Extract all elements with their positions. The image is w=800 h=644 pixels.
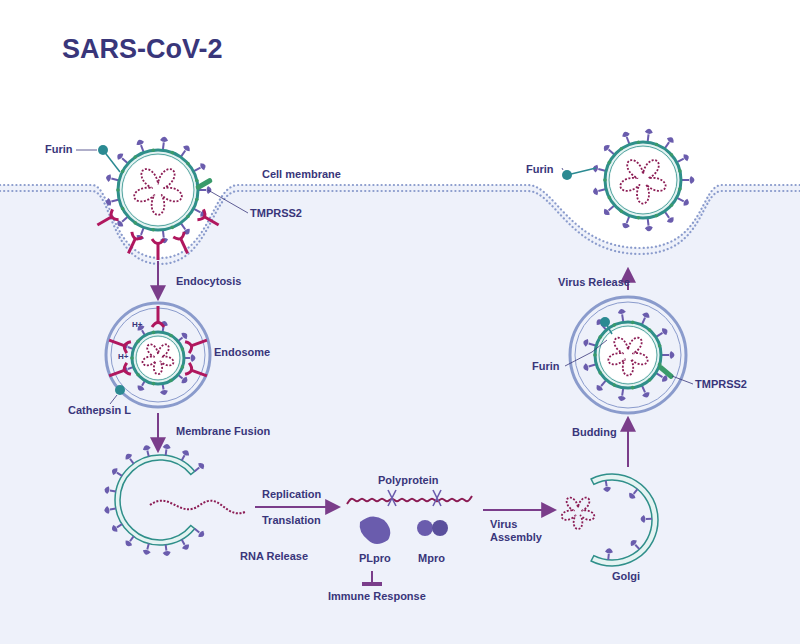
step-label: Membrane Fusion — [176, 425, 270, 438]
furin-enzyme — [600, 317, 610, 327]
process-arrow — [627, 419, 629, 467]
vesicle-virion — [582, 308, 674, 401]
stage-node: Immune Response — [320, 586, 430, 606]
stage-node: Golgi — [556, 470, 660, 582]
stage-label: TMPRSS2 — [250, 207, 302, 220]
stage-label: Furin — [526, 163, 554, 176]
leader-line — [562, 168, 563, 170]
annotation-label: Cell membrane — [262, 168, 341, 181]
leader-line — [592, 340, 607, 352]
furin-enzyme — [98, 145, 108, 155]
viral-rna — [143, 344, 174, 374]
cleavage-site — [388, 490, 396, 506]
stage-label: Polyprotein — [378, 474, 439, 487]
stage-label: Immune Response — [328, 590, 426, 603]
leader-line — [76, 150, 97, 151]
cytoplasm — [0, 185, 800, 644]
stage-label: Endosome — [214, 346, 270, 359]
mpro-protein — [432, 520, 448, 536]
step-label: Virus Release — [558, 276, 630, 289]
new-rna — [562, 498, 595, 529]
process-arrow — [255, 506, 338, 508]
annotation-label: H+ — [118, 350, 128, 363]
process-arrow — [371, 571, 373, 584]
golgi-membrane — [591, 474, 658, 566]
step-label: Replication — [262, 488, 321, 501]
viral-rna — [620, 160, 665, 203]
step-label: Endocytosis — [176, 275, 241, 288]
viral-rna — [562, 498, 595, 529]
leader-line — [565, 352, 592, 366]
entry-virion — [97, 136, 218, 260]
vesicle-membrane — [570, 297, 686, 413]
process-arrow — [483, 509, 554, 511]
stage-node: Mpro — [410, 512, 454, 568]
stage-node: FurinTMPRSS2 — [108, 130, 208, 258]
stage-node: RNA Release — [112, 452, 252, 544]
stage-label: Furin — [45, 143, 73, 156]
leader-line — [110, 395, 117, 404]
stage-node: PolyproteinPLpro Mpro — [340, 472, 480, 568]
endosome-membrane — [106, 303, 210, 407]
cleavage-site — [433, 490, 441, 506]
leader-line — [208, 190, 248, 213]
plpro-protein — [360, 516, 391, 544]
tmprss2-protease — [195, 177, 213, 190]
leader-line — [672, 376, 693, 384]
stage-node: Furin — [596, 134, 690, 268]
stage-label: Cathepsin L — [68, 404, 131, 417]
step-label: Budding — [572, 426, 617, 439]
stage-label: RNA Release — [240, 550, 308, 563]
tmprss2-protease — [657, 364, 674, 379]
stage-node: FurinTMPRSS2 — [566, 293, 690, 417]
stage-node: PLpro — [352, 512, 400, 568]
cathepsin-l — [115, 385, 125, 395]
released-rna — [150, 501, 245, 514]
polyprotein-chain — [347, 496, 472, 504]
step-label: Virus Assembly — [490, 518, 550, 544]
annotation-label: Translation — [262, 514, 321, 527]
stage-label: Furin — [532, 360, 560, 373]
viral-rna — [134, 169, 182, 215]
annotation-label: H+ — [132, 318, 142, 331]
furin-enzyme — [562, 170, 572, 180]
stage-label: PLpro — [359, 552, 391, 565]
fused-membrane — [115, 455, 195, 545]
endosome-virion — [109, 306, 207, 396]
stage-label: Golgi — [612, 570, 640, 583]
mpro-protein — [417, 520, 433, 536]
viral-rna — [608, 338, 647, 376]
diagram-title: SARS-CoV-2 — [62, 34, 223, 65]
stage-label: Mpro — [418, 552, 445, 565]
released-virion — [592, 128, 694, 231]
process-arrow — [157, 261, 159, 298]
stage-label: TMPRSS2 — [695, 378, 747, 391]
process-arrow — [157, 413, 159, 450]
